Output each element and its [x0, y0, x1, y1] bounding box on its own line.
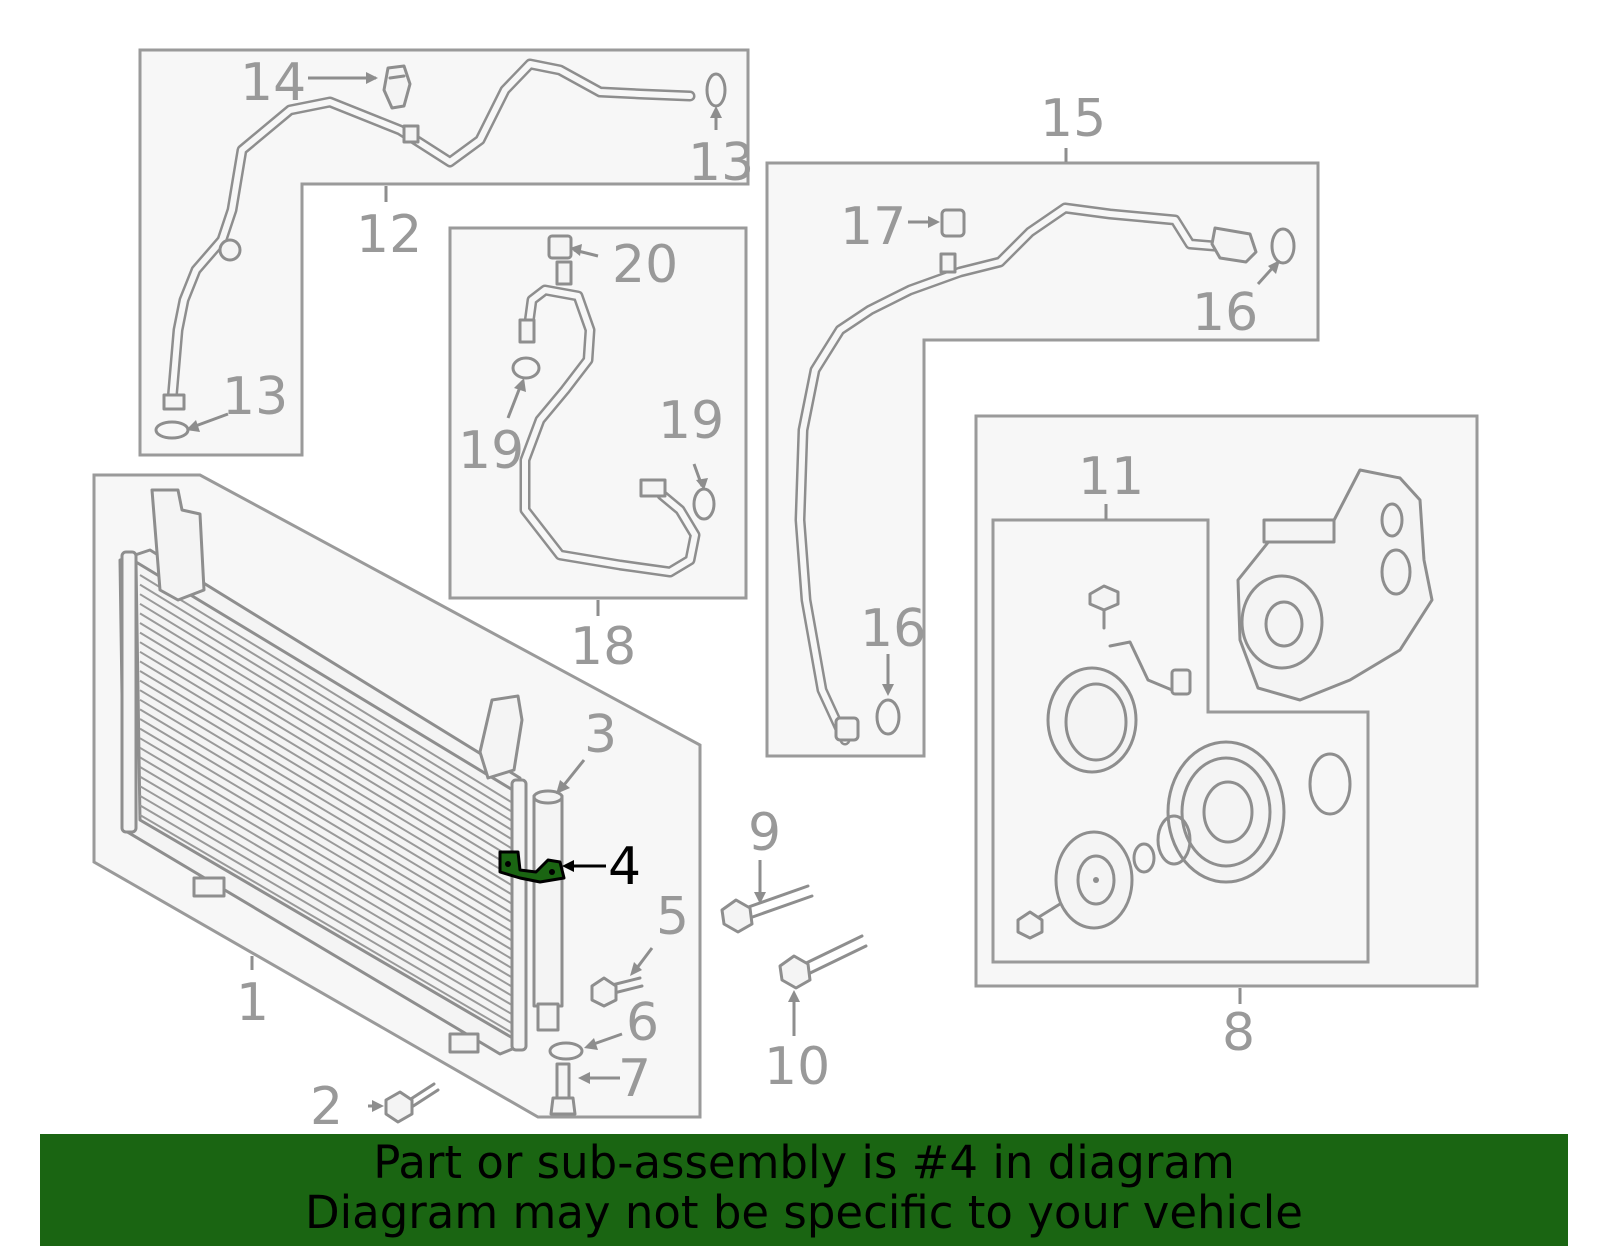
clutch-pulley-icon [1016, 584, 1352, 940]
callout-17: 17 [840, 197, 906, 257]
box-12 [138, 48, 750, 457]
banner-line-1: Part or sub-assembly is #4 in diagram [373, 1136, 1235, 1189]
leader-lines [186, 72, 1280, 1112]
condenser-fin [139, 622, 517, 852]
callout-16: 16 [1192, 283, 1258, 343]
callout-2: 2 [310, 1077, 343, 1137]
condenser-fin [139, 804, 517, 1027]
cap-icon [940, 208, 966, 238]
condenser-fin [139, 583, 517, 816]
cap-icon [547, 234, 573, 260]
condenser-fin [139, 670, 517, 898]
callout-7: 7 [618, 1049, 651, 1109]
condenser-fin [139, 718, 517, 944]
bolt-icon [549, 1062, 577, 1116]
bolt-icon [720, 884, 814, 934]
receiver-drier-icon [532, 789, 564, 1032]
callout-15: 15 [1040, 89, 1106, 149]
o-ring-icon [511, 356, 541, 380]
callout-10: 10 [764, 1037, 830, 1097]
bolt-icon [590, 976, 644, 1008]
callout-14: 14 [240, 53, 306, 113]
callout-20: 20 [612, 235, 678, 295]
condenser-icon [118, 488, 528, 1056]
o-ring-icon [548, 1041, 584, 1061]
condenser-fin [139, 660, 517, 889]
callout-6: 6 [626, 993, 659, 1053]
condenser-fin [139, 814, 517, 1036]
condenser-fin [139, 775, 517, 1000]
condenser-fin [139, 641, 517, 871]
condenser-fin [139, 727, 517, 954]
condenser-fin [139, 794, 517, 1018]
condenser-fin [139, 737, 517, 963]
condenser-fin [139, 746, 517, 972]
condenser-fin [139, 785, 517, 1009]
condenser-fin [139, 593, 517, 825]
o-ring-icon [1270, 227, 1296, 265]
callout-1: 1 [236, 973, 269, 1033]
callout-8: 8 [1222, 1003, 1255, 1063]
condenser-fin [139, 612, 517, 843]
callout-19: 19 [658, 391, 724, 451]
condenser-fin [139, 708, 517, 935]
callout-16: 16 [860, 599, 926, 659]
callout-13: 13 [688, 133, 754, 193]
callout-11: 11 [1078, 447, 1144, 507]
condenser-fin [139, 679, 517, 908]
hose-icon [162, 58, 696, 411]
condenser-fin [139, 689, 517, 917]
callout-3: 3 [584, 705, 617, 765]
bracket-icon [498, 850, 566, 884]
bolt-icon [778, 934, 868, 990]
callout-12: 12 [356, 205, 422, 265]
bolt-icon [384, 1082, 440, 1124]
condenser-fin [139, 650, 517, 880]
callout-19: 19 [458, 421, 524, 481]
callout-4: 4 [608, 837, 641, 897]
compressor-icon [1236, 468, 1434, 702]
condenser-fin [139, 756, 517, 981]
info-banner: Part or sub-assembly is #4 in diagram Di… [40, 1134, 1568, 1246]
box-15 [765, 161, 1320, 758]
condenser-fin [139, 574, 517, 806]
callout-5: 5 [656, 887, 689, 947]
hose-icon [518, 260, 701, 578]
banner-line-2: Diagram may not be specific to your vehi… [305, 1186, 1303, 1239]
o-ring-icon [875, 698, 901, 736]
condenser-fin [139, 766, 517, 990]
condenser-fin [139, 698, 517, 926]
condenser-fin [139, 631, 517, 862]
callout-9: 9 [748, 803, 781, 863]
hose-icon [794, 202, 1258, 746]
condenser-fin [139, 602, 517, 834]
callout-18: 18 [570, 617, 636, 677]
pressure-sensor-icon [382, 64, 412, 110]
callout-13: 13 [222, 367, 288, 427]
